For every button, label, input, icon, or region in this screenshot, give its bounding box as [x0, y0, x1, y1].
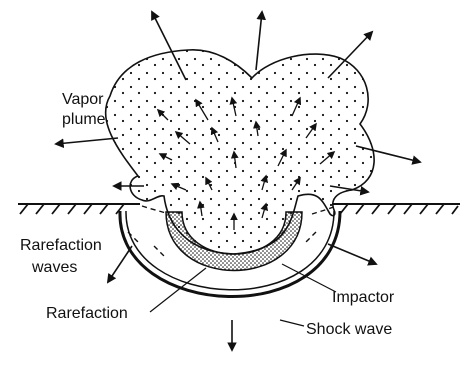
label-rarefaction: Rarefaction: [46, 305, 128, 322]
label-vapor-plume-line1: Vapor: [62, 91, 104, 108]
label-rarefaction-waves-line1: Rarefaction: [20, 237, 102, 254]
label-shock-wave: Shock wave: [306, 321, 392, 338]
label-rarefaction-waves-line2: waves: [31, 259, 77, 276]
label-impactor: Impactor: [332, 289, 395, 306]
label-vapor-plume-line2: plume: [62, 111, 106, 128]
